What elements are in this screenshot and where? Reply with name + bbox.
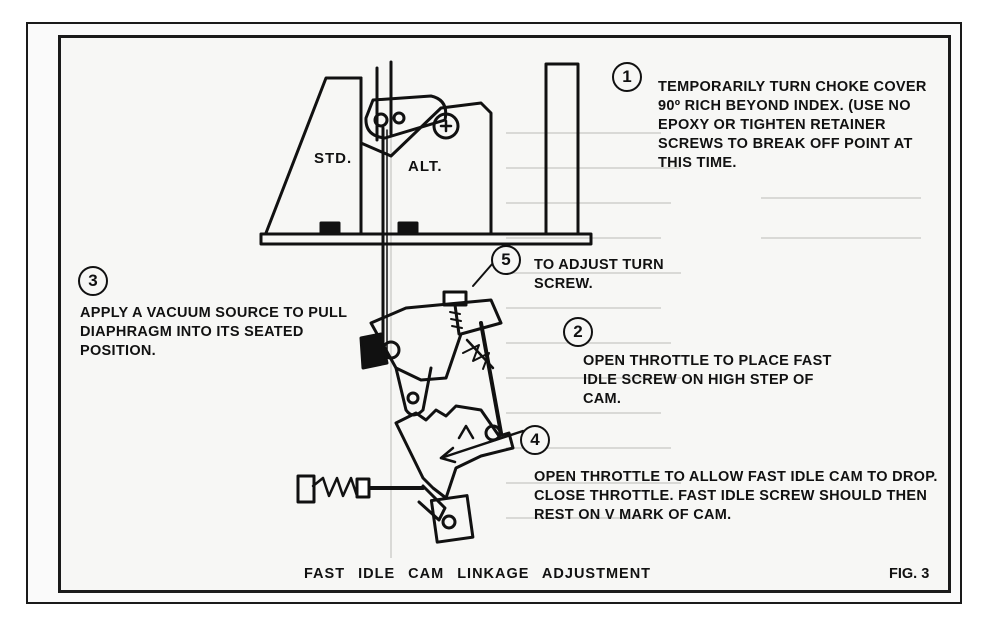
- vacuum-plunger-body: [296, 474, 316, 504]
- diagram-frame: 1 2 3 4 5 STD. ALT. TEMPORARILY TURN CHO…: [58, 35, 951, 593]
- lower-link: [417, 484, 447, 522]
- cam-v-notch: [457, 424, 475, 440]
- choke-bracket: [264, 76, 363, 235]
- std-position-label: STD.: [314, 150, 353, 167]
- base-plate-foot-right: [397, 221, 419, 236]
- step2-instruction: OPEN THROTTLE TO PLACE FAST IDLE SCREW O…: [583, 353, 832, 407]
- lever-hole: [381, 340, 401, 360]
- step5-instruction: TO ADJUST TURN SCREW.: [534, 257, 664, 292]
- linkage-mechanism: [259, 60, 593, 544]
- step3-instruction: APPLY A VACUUM SOURCE TO PULL DIAPHRAGM …: [80, 305, 348, 359]
- diaphragm-link: [465, 338, 495, 370]
- lever-pivot-alt: [392, 111, 406, 125]
- step3-number-circle: 3: [78, 266, 108, 296]
- fast-idle-lever: [369, 298, 503, 382]
- alt-position-label: ALT.: [408, 158, 443, 175]
- figure-number: FIG. 3: [889, 566, 930, 582]
- step5-number-circle: 5: [491, 245, 521, 275]
- step1-instruction: TEMPORARILY TURN CHOKE COVER 90º RICH BE…: [658, 79, 927, 171]
- vacuum-plunger-nut: [355, 477, 371, 499]
- pivot-screw-cross: [439, 119, 453, 133]
- lower-plate-hole: [441, 514, 457, 530]
- adjust-screw-thread: [449, 311, 463, 329]
- choke-housing-outline: [359, 76, 493, 235]
- pivot-screw-icon: [432, 112, 460, 140]
- step4-arrowhead: [439, 446, 457, 464]
- step5-arrow: [472, 262, 494, 287]
- diaphragm-spring-icon: [462, 344, 490, 370]
- base-plate: [259, 232, 593, 246]
- lower-plate: [429, 494, 475, 544]
- lower-lever-hole: [406, 391, 420, 405]
- upright-post: [544, 62, 580, 236]
- step4-arrow: [439, 429, 525, 460]
- figure-title: FAST IDLE CAM LINKAGE ADJUSTMENT: [304, 566, 652, 582]
- step1-number-circle: 1: [612, 62, 642, 92]
- throttle-rod: [479, 321, 503, 435]
- lever-tab: [359, 332, 389, 370]
- base-plate-foot-left: [319, 221, 341, 236]
- fast-idle-cam: [394, 404, 515, 500]
- step4-instruction: OPEN THROTTLE TO ALLOW FAST IDLE CAM TO …: [534, 469, 938, 523]
- step4-number-circle: 4: [520, 425, 550, 455]
- choke-lever: [364, 94, 448, 140]
- lever-pivot-std: [373, 112, 389, 128]
- step2-number-circle: 2: [563, 317, 593, 347]
